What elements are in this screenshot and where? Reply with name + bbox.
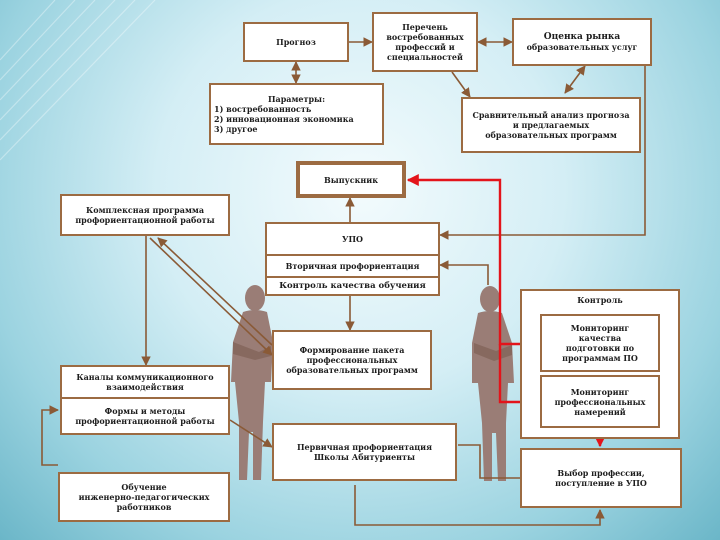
kanaly-label: Каналы коммуникационного взаимодействия — [76, 372, 214, 392]
kanaly-cell: Каналы коммуникационного взаимодействия — [62, 367, 228, 399]
box-obuchenie: Обучение инженерно-педагогических работн… — [58, 472, 230, 522]
vybor-label: Выбор профессии, поступление в УПО — [555, 468, 647, 488]
line-vybor-bracket — [458, 444, 520, 479]
box-vypusknik: Выпускник — [296, 161, 406, 198]
parametry-items: 1) востребованность 2) инновационная эко… — [214, 104, 354, 134]
kompleksnaya-label: Комплексная программа профориентационной… — [75, 205, 215, 225]
line-ocenka-to-upo — [439, 66, 646, 240]
kontrol-label: Контроль — [577, 295, 623, 305]
box-perechen: Перечень востребованных профессий и спец… — [372, 12, 478, 72]
obuchenie-label: Обучение инженерно-педагогических работн… — [78, 482, 210, 512]
kontrol-kachestva-cell: Контроль качества обучения — [267, 278, 438, 294]
box-kompleksnaya: Комплексная программа профориентационной… — [60, 194, 230, 236]
box-vybor: Выбор профессии, поступление в УПО — [520, 448, 682, 508]
box-monitoring-namereniy: Мониторинг профессиональных намерений — [540, 375, 660, 428]
ocenka-title: Оценка рынка — [543, 32, 621, 42]
diag-kompleksnaya-formirovanie-2 — [157, 237, 273, 346]
monitoring-kachestva-label: Мониторинг качества подготовки по програ… — [562, 323, 638, 363]
diag-kompleksnaya-formirovanie — [149, 237, 273, 356]
formy-cell: Формы и методы профориентационной работы — [62, 399, 228, 433]
ocenka-sub: образовательных услуг — [526, 42, 638, 52]
vypusknik-label: Выпускник — [324, 174, 378, 185]
box-kanaly: Каналы коммуникационного взаимодействия … — [60, 365, 230, 435]
arrow-formy-to-pervichnaya — [229, 419, 273, 448]
box-upo: УПО Вторичная профориентация Контроль ка… — [265, 222, 440, 296]
upo-label: УПО — [341, 234, 363, 244]
person-silhouette-right — [472, 286, 514, 481]
vtorichnaya-cell: Вторичная профориентация — [267, 256, 438, 278]
formy-label: Формы и методы профориентационной работы — [75, 406, 215, 426]
box-parametry: Параметры: 1) востребованность 2) иннова… — [209, 83, 384, 145]
pervichnaya-label: Первичная профориентация Школы Абитуриен… — [296, 442, 433, 462]
line-bottom-return — [354, 485, 605, 526]
line-obuchenie-loop — [41, 405, 59, 466]
upo-title-cell: УПО — [267, 224, 438, 256]
line-kontrol-to-vtorichnaya — [439, 260, 489, 285]
arrow-ocenka-sravnitelny — [564, 65, 586, 94]
vtorichnaya-label: Вторичная профориентация — [285, 261, 420, 271]
box-sravnitelny: Сравнительный анализ прогноза и предлага… — [461, 97, 641, 153]
box-pervichnaya: Первичная профориентация Школы Абитуриен… — [272, 423, 457, 481]
formirovanie-label: Формирование пакета профессиональных обр… — [286, 345, 418, 375]
kontrol-kachestva-label: Контроль качества обучения — [279, 281, 426, 291]
box-formirovanie: Формирование пакета профессиональных обр… — [272, 330, 432, 390]
sravnitelny-label: Сравнительный анализ прогноза и предлага… — [472, 110, 630, 140]
box-monitoring-kachestva: Мониторинг качества подготовки по програ… — [540, 314, 660, 372]
prognoz-label: Прогноз — [276, 37, 316, 47]
box-prognoz: Прогноз — [243, 22, 349, 62]
box-ocenka: Оценка рынка образовательных услуг — [512, 18, 652, 66]
perechen-label: Перечень востребованных профессий и спец… — [386, 22, 464, 62]
parametry-title: Параметры: — [267, 94, 326, 104]
arrow-perechen-sravnitelny — [451, 71, 471, 98]
monitoring-namereniy-label: Мониторинг профессиональных намерений — [554, 386, 646, 417]
